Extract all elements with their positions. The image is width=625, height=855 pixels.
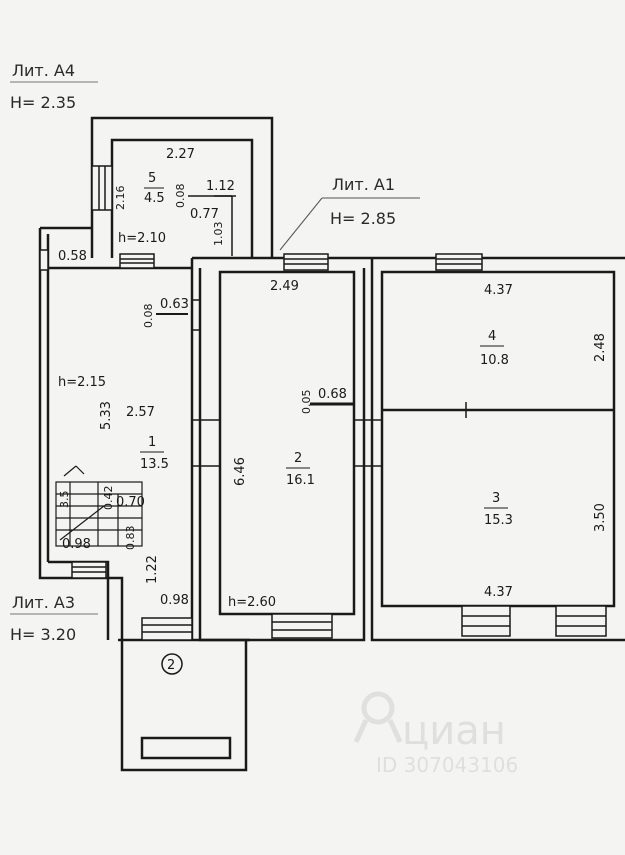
litera-a4-height: H= 2.35: [10, 93, 76, 112]
window-room5-bottom: [119, 253, 155, 269]
room-5-height: h=2.10: [118, 231, 166, 246]
window-room1-left: [39, 249, 49, 271]
room-3-dim-right: 3.50: [593, 503, 608, 532]
room-1-dim-w: 2.57: [126, 405, 155, 420]
room-4-dim-top: 4.37: [484, 283, 513, 298]
window-bottom-room3a: [461, 605, 511, 637]
room-2-door-w: 0.68: [318, 387, 347, 402]
litera-a4-label: Лит. А4 H= 2.35: [10, 61, 98, 112]
room-3-dim-bottom: 4.37: [484, 585, 513, 600]
watermark-brand: циан: [402, 708, 506, 754]
doors: [192, 195, 467, 467]
litera-a1-height: H= 2.85: [330, 209, 396, 228]
dim-008: 0.08: [142, 304, 155, 329]
dim-098b: 0.98: [160, 593, 189, 608]
window-bottom-entrance: [141, 617, 193, 641]
stair-dim-042: 0.42: [102, 486, 115, 511]
cian-logo-icon: [353, 691, 403, 744]
room-4-number: 4: [488, 329, 496, 344]
window-room5-left: [91, 165, 113, 211]
watermark-id: ID 307043106: [376, 753, 518, 777]
room-4: 4.37 4 10.8 2.48: [480, 283, 608, 368]
litera-a1-leader: [279, 197, 323, 251]
room-1-height: h=2.15: [58, 375, 106, 390]
room-5: 2.27 5 4.5 2.16 0.08 1.12 0.77 1.03 h=2.…: [114, 147, 236, 246]
litera-a1-name: Лит. А1: [332, 175, 395, 194]
litera-a4-name: Лит. А4: [12, 61, 75, 80]
dim-122: 1.22: [145, 555, 160, 584]
walls: [38, 116, 625, 772]
room-1-area: 13.5: [140, 457, 169, 472]
stair-dim-070: 0.70: [116, 495, 145, 510]
litera-a1-label: Лит. А1 H= 2.85: [279, 175, 420, 251]
entrance-marker: 2: [161, 653, 183, 675]
window-stair-bottom: [71, 561, 107, 579]
dim-058: 0.58: [58, 249, 87, 264]
litera-a3-height: H= 3.20: [10, 625, 76, 644]
room-3-number: 3: [492, 491, 500, 506]
room-2-area: 16.1: [286, 473, 315, 488]
room-1-number: 1: [148, 435, 156, 450]
room-2: 2.49 0.05 0.68 6.46 2 16.1 h=2.60: [228, 279, 347, 610]
window-top-room2: [283, 253, 329, 271]
stair-dim-083: 0.83: [124, 526, 137, 551]
room-3: 3 15.3 3.50 4.37: [484, 491, 608, 600]
porch-step: [140, 736, 232, 760]
stairs: [55, 465, 143, 547]
room-2-dim-left: 6.46: [233, 457, 248, 486]
window-bottom-room2: [271, 613, 333, 639]
room-5-dim-112: 1.12: [206, 179, 235, 194]
room-2-height: h=2.60: [228, 595, 276, 610]
stair-dim-35: 3.5: [58, 491, 71, 509]
litera-a3-label: Лит. А3 H= 3.20: [10, 593, 98, 644]
room-1-dim-h: 5.33: [99, 401, 114, 430]
room-4-dim-right: 2.48: [593, 333, 608, 362]
rooms-3-4-walls: [380, 270, 616, 608]
room-5-dim-left: 2.16: [114, 186, 127, 211]
window-top-room4: [435, 253, 483, 271]
window-bottom-room3b: [555, 605, 607, 637]
room-1: h=2.15 5.33 2.57 1 13.5: [58, 375, 169, 472]
windows: [39, 165, 607, 641]
room-5-dim-008: 0.08: [174, 184, 187, 209]
room-5-dim-077: 0.77: [190, 207, 219, 222]
room-5-dim-103: 1.03: [212, 222, 225, 247]
room-4-area: 10.8: [480, 353, 509, 368]
room-5-area: 4.5: [144, 191, 165, 206]
room-5-dim-top: 2.27: [166, 147, 195, 162]
room-3-area: 15.3: [484, 513, 513, 528]
room-2-number: 2: [294, 451, 302, 466]
litera-a3-name: Лит. А3: [12, 593, 75, 612]
room-5-number: 5: [148, 171, 156, 186]
room-2-dim-top: 2.49: [270, 279, 299, 294]
stair-dim-098: 0.98: [62, 537, 91, 552]
entrance-marker-number: 2: [167, 658, 175, 673]
room-2-door-t: 0.05: [300, 390, 313, 415]
dim-063: 0.63: [160, 297, 189, 312]
left-wing-outer-wall: [38, 228, 248, 772]
room-2-walls: [218, 270, 356, 616]
watermark: циан ID 307043106: [353, 691, 518, 777]
